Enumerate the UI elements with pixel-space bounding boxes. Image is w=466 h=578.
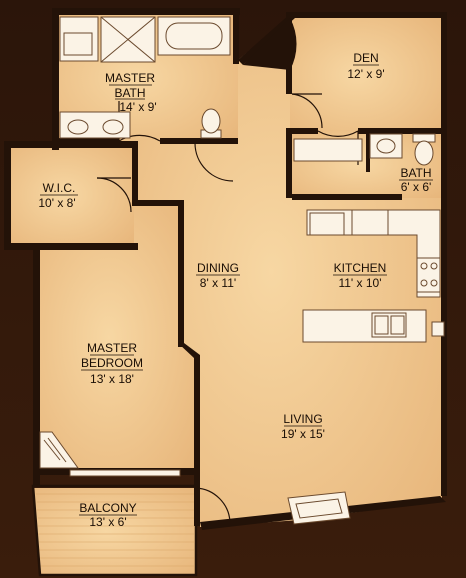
room-size: 14' x 9': [119, 100, 156, 114]
label-underlines: [40, 64, 433, 516]
room-name: BEDROOM: [81, 356, 143, 370]
bath-toilet-icon: [412, 133, 436, 166]
room-label-living: LIVING 19' x 15': [281, 412, 325, 441]
room-name: BATH: [400, 166, 431, 180]
sliding-door-icon: [69, 469, 181, 477]
shower-icon: [100, 16, 156, 63]
room-name: DINING: [197, 261, 239, 275]
closet-shelf-icon: [39, 431, 79, 469]
room-name: LIVING: [283, 412, 322, 426]
room-name: MASTER: [105, 71, 155, 85]
room-label-kitchen: KITCHEN 11' x 10': [334, 261, 387, 290]
room-label-balcony: BALCONY 13' x 6': [79, 501, 136, 529]
room-label-master-bath: MASTER BATH 14' x 9': [105, 71, 157, 114]
room-size: 19' x 15': [281, 427, 325, 441]
bathtub-icon: [157, 16, 231, 56]
kitchen-sink-icon: [371, 312, 407, 338]
floor-area: [8, 14, 442, 575]
room-name: MASTER: [87, 341, 137, 355]
fixtures: [39, 16, 445, 525]
linen-closet-icon: [59, 16, 99, 62]
room-label-bath: BATH 6' x 6': [400, 166, 431, 194]
room-size: 6' x 6': [401, 180, 432, 194]
room-name: DEN: [353, 51, 378, 65]
room-name: BALCONY: [79, 501, 136, 515]
room-label-dining: DINING 8' x 11': [197, 261, 239, 290]
room-size: 8' x 11': [200, 276, 236, 290]
water-heater-icon: [431, 321, 445, 337]
window-bay-icon: [287, 491, 351, 525]
bath-sink-icon: [369, 133, 403, 159]
room-size: 12' x 9': [347, 67, 384, 81]
room-size: 13' x 18': [90, 372, 134, 386]
vanity-icon: [59, 111, 131, 139]
kitchen-island: [302, 309, 427, 343]
room-name: BATH: [114, 86, 145, 100]
room-label-den: DEN 12' x 9': [347, 51, 384, 81]
room-label-wic: W.I.C. 10' x 8': [38, 181, 75, 210]
room-size: 13' x 6': [89, 515, 126, 529]
room-label-master-bedroom: MASTER BEDROOM 13' x 18': [81, 341, 143, 386]
balcony-railing: [31, 484, 198, 577]
room-name: KITCHEN: [334, 261, 387, 275]
stove-icon: [416, 257, 441, 293]
room-labels: MASTER BATH 14' x 9' DEN 12' x 9' BATH 6…: [38, 51, 431, 529]
room-size: 10' x 8': [38, 196, 75, 210]
balcony-deck: [36, 493, 194, 567]
room-size: 11' x 10': [338, 276, 381, 290]
room-name: W.I.C.: [43, 181, 76, 195]
doors: [96, 18, 359, 523]
kitchen-counter: [306, 209, 441, 298]
toilet-icon: [200, 108, 222, 139]
